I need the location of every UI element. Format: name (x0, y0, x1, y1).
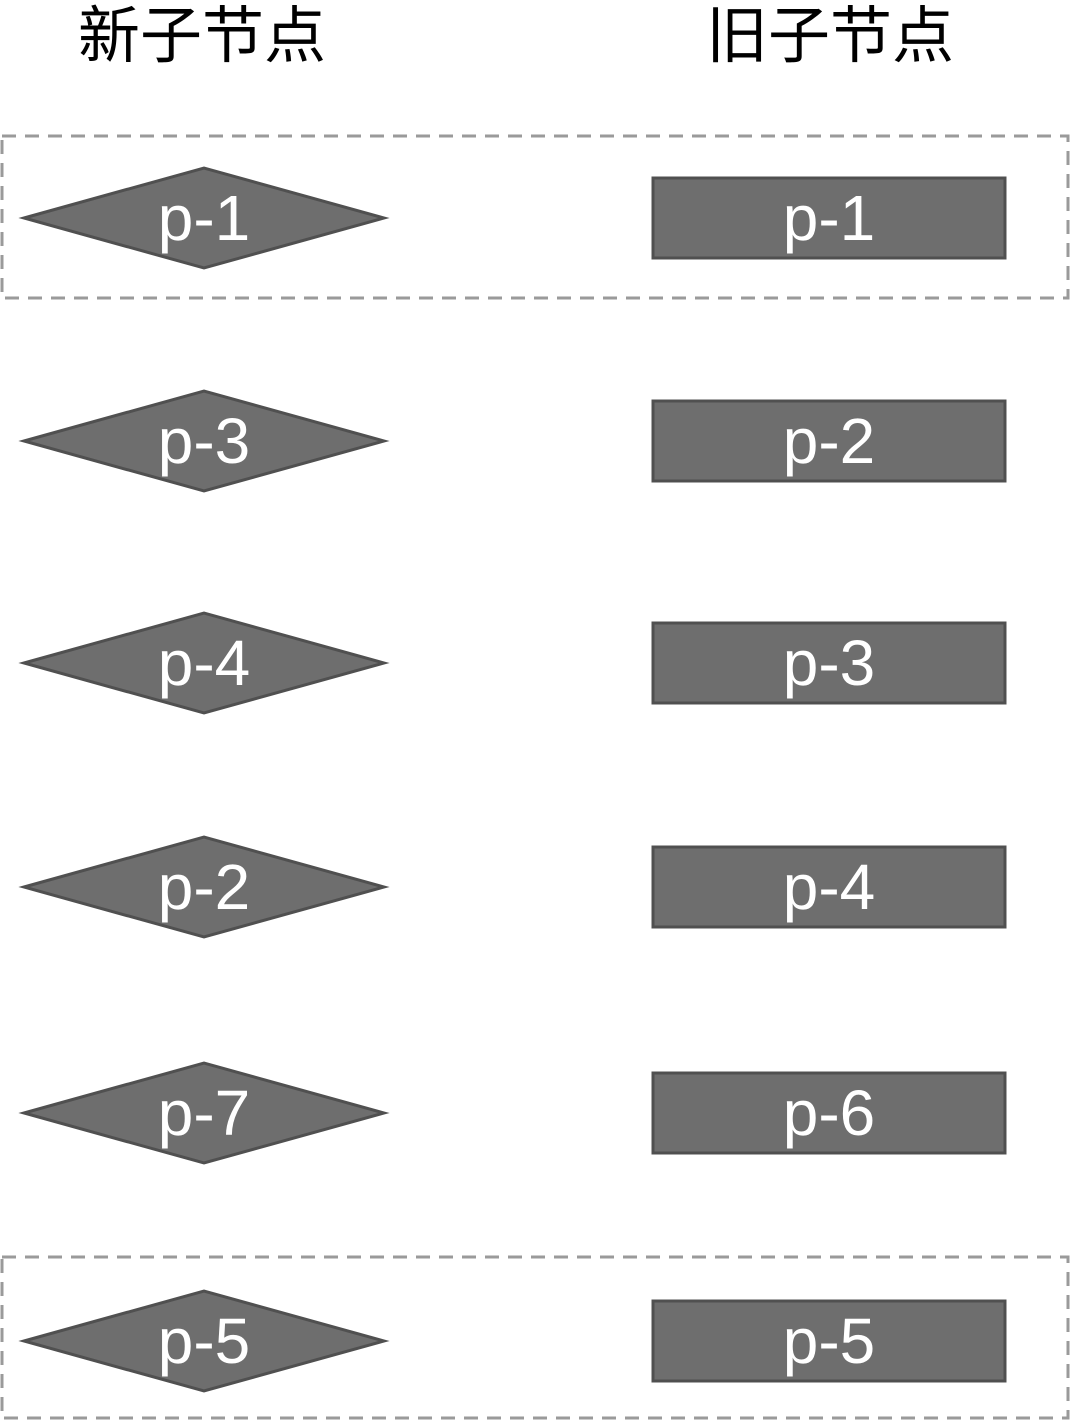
new-child-label: p-3 (158, 405, 251, 477)
new-children-column: p-1 p-3 p-4 p-2 p-7 p-5 (18, 166, 390, 1393)
old-child-node: p-2 (651, 399, 1007, 483)
old-child-node: p-3 (651, 621, 1007, 705)
matched-row-highlight-5 (0, 1255, 1070, 1420)
old-child-rectangle (651, 1071, 1007, 1155)
old-children-heading: 旧子节点 (706, 0, 955, 72)
new-child-label: p-5 (158, 1305, 251, 1377)
new-child-diamond (18, 611, 390, 715)
old-child-rectangle (651, 399, 1007, 483)
new-child-node: p-2 (18, 835, 390, 939)
new-child-node: p-1 (18, 166, 390, 270)
old-child-rectangle (651, 845, 1007, 929)
new-child-node: p-3 (18, 389, 390, 493)
new-child-diamond (18, 1289, 390, 1393)
new-child-node: p-5 (18, 1289, 390, 1393)
new-children-heading: 新子节点 (78, 0, 327, 72)
new-child-label: p-7 (158, 1077, 251, 1149)
old-child-rectangle (651, 1299, 1007, 1383)
old-child-label: p-1 (783, 182, 876, 254)
new-child-label: p-2 (158, 851, 251, 923)
old-child-node: p-6 (651, 1071, 1007, 1155)
old-children-column: p-1 p-2 p-3 p-4 p-6 p-5 (651, 176, 1007, 1383)
new-child-diamond (18, 835, 390, 939)
old-child-label: p-2 (783, 405, 876, 477)
new-child-node: p-7 (18, 1061, 390, 1165)
old-child-node: p-4 (651, 845, 1007, 929)
old-child-rectangle (651, 621, 1007, 705)
old-child-label: p-5 (783, 1305, 876, 1377)
matched-row-highlight-0 (0, 134, 1070, 300)
old-child-node: p-5 (651, 1299, 1007, 1383)
new-child-diamond (18, 166, 390, 270)
old-child-label: p-6 (783, 1077, 876, 1149)
old-child-label: p-4 (783, 851, 876, 923)
new-child-diamond (18, 389, 390, 493)
old-child-rectangle (651, 176, 1007, 260)
old-child-label: p-3 (783, 627, 876, 699)
old-child-node: p-1 (651, 176, 1007, 260)
new-child-diamond (18, 1061, 390, 1165)
new-child-label: p-1 (158, 182, 251, 254)
new-child-node: p-4 (18, 611, 390, 715)
highlight-layer (0, 134, 1070, 1420)
new-child-label: p-4 (158, 627, 251, 699)
